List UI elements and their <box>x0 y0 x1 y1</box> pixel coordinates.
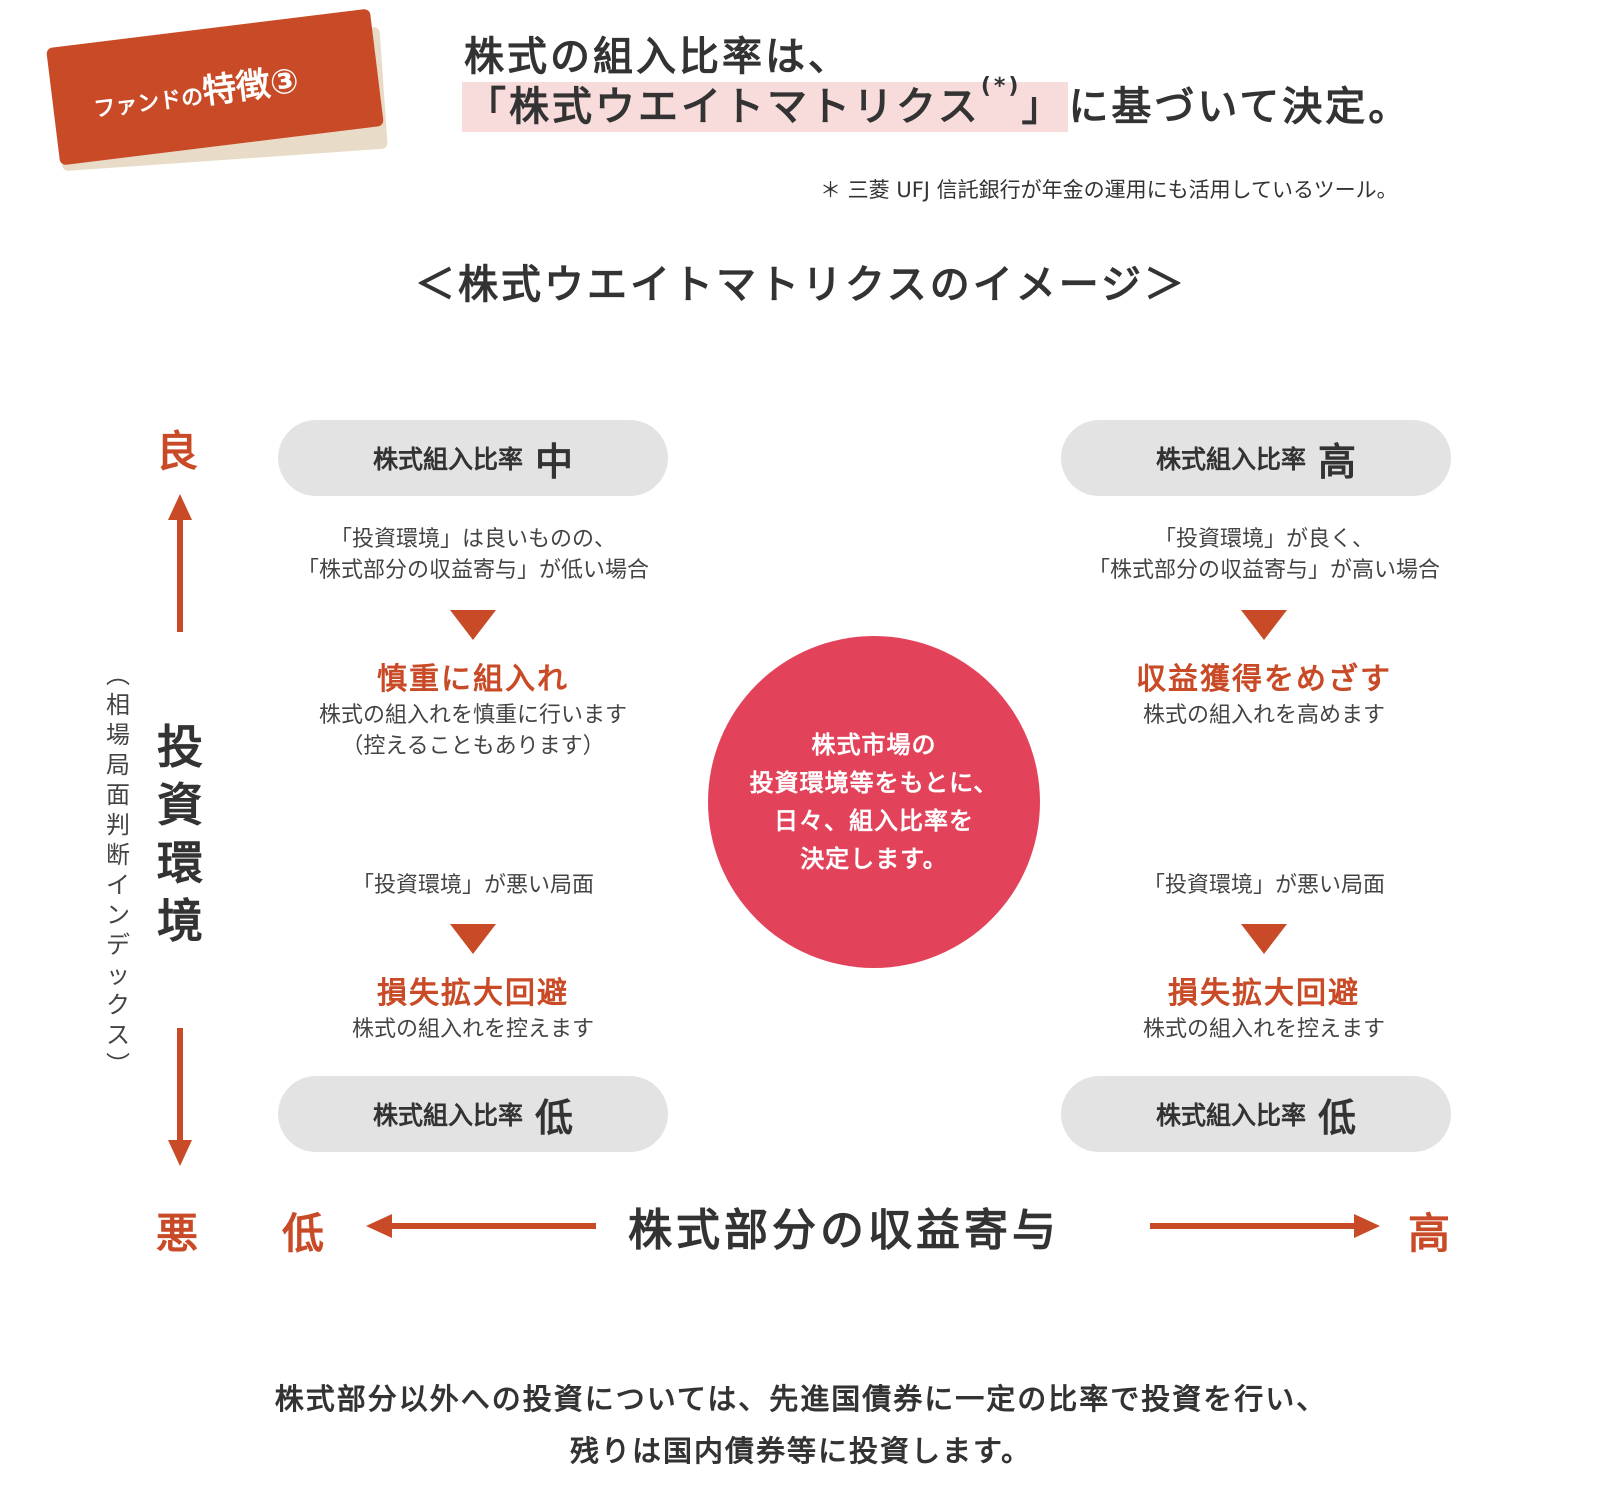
left-arrow-head <box>366 1214 392 1238</box>
pill-top-left: 株式組入比率中 <box>278 420 668 496</box>
y-sub-char: 相 <box>106 691 130 719</box>
y-sub-char: 断 <box>106 841 130 869</box>
condition-top-left: 「投資環境」は良いものの、 「株式部分の収益寄与」が低い場合 <box>243 524 703 586</box>
y-axis-label-char: 投 <box>157 720 203 774</box>
pill-label: 株式組入比率 <box>1155 445 1306 474</box>
y-sub-char: ︶ <box>106 1051 130 1079</box>
y-sub-char: 面 <box>106 781 130 809</box>
footer-line2: 残りは国内債券等に投資します。 <box>569 1434 1033 1468</box>
y-sub-char: 局 <box>106 751 130 779</box>
pill-level: 高 <box>1318 439 1357 484</box>
pill-level: 中 <box>535 439 574 484</box>
condition-bottom-left: 「投資環境」が悪い局面 <box>351 873 594 898</box>
down-triangle-icon <box>450 924 496 954</box>
pill-label: 株式組入比率 <box>372 1101 523 1130</box>
headline-sup: (*) <box>980 74 1022 99</box>
y-sub-char: ン <box>106 901 130 929</box>
y-sub-char: ッ <box>106 961 130 989</box>
up-arrow-head <box>168 494 192 520</box>
center-line: 株式市場の <box>811 731 937 759</box>
y-axis-label-char: 環 <box>157 836 203 890</box>
down-triangle-icon <box>450 610 496 640</box>
pill-level: 低 <box>535 1095 574 1140</box>
description-line: 株式の組入れを慎重に行います <box>318 703 627 728</box>
center-circle: 株式市場の 投資環境等をもとに、 日々、組入比率を 決定します。 <box>708 636 1040 968</box>
description-bottom-left: 株式の組入れを控えます <box>351 1017 594 1042</box>
condition-line: 「株式部分の収益寄与」が低い場合 <box>296 558 649 583</box>
center-line: 日々、組入比率を <box>774 807 974 835</box>
right-arrow-head <box>1354 1214 1380 1238</box>
headline-highlight: 「株式ウエイトマトリクス(*)」 <box>462 74 1069 132</box>
headline-close: 」 <box>1021 84 1065 130</box>
action-bottom-right: 損失拡大回避 <box>1168 976 1360 1011</box>
pill-top-right: 株式組入比率高 <box>1061 420 1451 496</box>
headline-line2: 「株式ウエイトマトリクス(*)」に基づいて決定。 <box>462 74 1411 132</box>
condition-top-right: 「投資環境」が良く、 「株式部分の収益寄与」が高い場合 <box>1034 524 1494 586</box>
description-bottom-right: 株式の組入れを控えます <box>1142 1017 1385 1042</box>
x-axis-low: 低 <box>282 1209 325 1258</box>
description-line: （控えることもあります） <box>341 734 605 759</box>
condition-line: 「投資環境」は良いものの、 <box>329 527 616 552</box>
center-line: 決定します。 <box>800 845 948 873</box>
pill-bottom-right: 株式組入比率低 <box>1061 1076 1451 1152</box>
headline-after: に基づいて決定。 <box>1068 84 1412 130</box>
y-axis-label-char: 境 <box>157 894 203 948</box>
y-sub-char: ︵ <box>106 661 130 689</box>
description-top-right: 株式の組入れを高めます <box>1034 700 1494 731</box>
y-axis-label-char: 資 <box>157 778 203 832</box>
headline-open: 「株式ウエイトマトリクス <box>466 84 981 130</box>
y-sub-char: ク <box>106 991 130 1019</box>
center-circle-text: 株式市場の 投資環境等をもとに、 日々、組入比率を 決定します。 <box>750 726 999 878</box>
y-axis-good: 良 <box>156 427 199 476</box>
y-sub-char: 判 <box>106 811 130 839</box>
action-top-right: 収益獲得をめざす <box>1136 662 1392 697</box>
center-line: 投資環境等をもとに、 <box>749 769 999 797</box>
x-axis-label: 株式部分の収益寄与 <box>628 1205 1060 1256</box>
condition-bottom-right: 「投資環境」が悪い局面 <box>1142 873 1385 898</box>
footnote: ＊ 三菱 UFJ 信託銀行が年金の運用にも活用しているツール。 <box>820 178 1398 202</box>
headline-line1: 株式の組入比率は、 <box>464 34 851 80</box>
description-top-left: 株式の組入れを慎重に行います （控えることもあります） <box>243 700 703 762</box>
down-triangle-icon <box>1241 924 1287 954</box>
x-axis-high: 高 <box>1408 1209 1451 1258</box>
y-sub-char: 場 <box>106 721 130 749</box>
down-triangle-icon <box>1241 610 1287 640</box>
condition-line: 「投資環境」が良く、 <box>1153 527 1374 552</box>
y-sub-char: デ <box>106 931 130 959</box>
y-sub-char: ス <box>106 1021 130 1049</box>
down-arrow-head <box>168 1140 192 1166</box>
action-bottom-left: 損失拡大回避 <box>377 976 569 1011</box>
pill-label: 株式組入比率 <box>1155 1101 1306 1130</box>
y-axis-bad: 悪 <box>156 1209 199 1258</box>
diagram-title: ＜株式ウエイトマトリクスのイメージ＞ <box>415 262 1187 308</box>
y-axis-label: 投 資 環 境 <box>152 718 208 950</box>
footer-line1: 株式部分以外への投資については、先進国債券に一定の比率で投資を行い、 <box>274 1382 1328 1416</box>
condition-line: 「株式部分の収益寄与」が高い場合 <box>1087 558 1440 583</box>
description-line: 株式の組入れを高めます <box>1142 703 1385 728</box>
y-axis-sublabel: ︵ 相 場 局 面 判 断 イ ン デ ッ ク ス ︶ <box>100 660 136 1080</box>
y-sub-char: イ <box>106 871 130 899</box>
action-top-left: 慎重に組入れ <box>377 662 569 697</box>
pill-bottom-left: 株式組入比率低 <box>278 1076 668 1152</box>
pill-level: 低 <box>1318 1095 1357 1140</box>
pill-label: 株式組入比率 <box>372 445 523 474</box>
